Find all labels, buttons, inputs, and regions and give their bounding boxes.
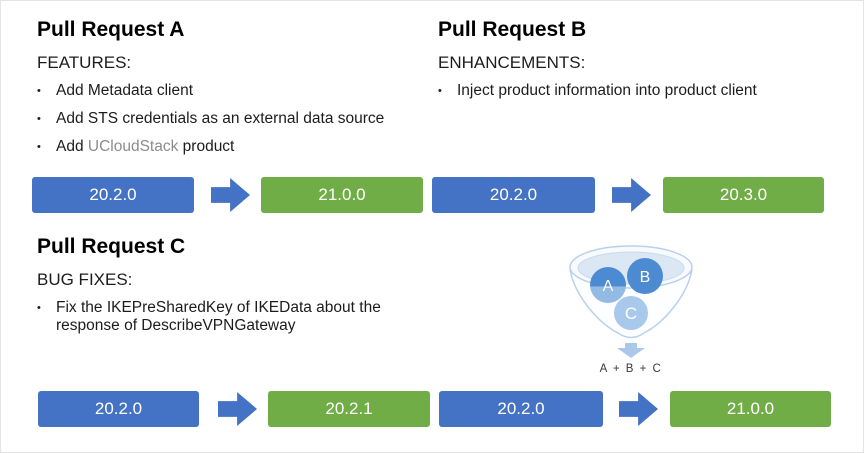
arrow-right-icon [619,392,658,426]
bullet-icon: • [37,85,41,97]
pr-c-bullet-list: • Fix the IKEPreSharedKey of IKEData abo… [37,299,457,335]
bullet-icon: • [37,113,41,125]
version-box-row2-pair1-from: 20.2.0 [38,391,199,427]
pr-a-bullet-3: Add UCloudStack product [56,138,437,156]
pr-a-bullet-2: Add STS credentials as an external data … [56,110,385,127]
version-box-row2-pair1-to: 20.2.1 [268,391,430,427]
pr-b-bullet-1: Inject product information into product … [457,82,757,99]
funnel-circle-a [590,267,626,303]
pr-a-bullet-3-pre: Add [56,138,88,155]
funnel-circle-b [627,258,663,294]
version-box-row2-pair2-from: 20.2.0 [439,391,603,427]
bullet-icon: • [438,85,442,97]
pr-a-bullet-list: • Add Metadata client • Add STS credenti… [37,82,437,156]
pr-a-bullet-3-product-name: UCloudStack [87,138,179,155]
merge-funnel-graphic: A B C A + B + C [569,245,693,375]
version-box-row1-pair2-to: 20.3.0 [663,177,824,213]
arrow-right-icon [612,178,651,212]
funnel-result-label: A + B + C [600,363,663,375]
funnel-circle-a-label: A [603,278,614,295]
list-item: • Add Metadata client [37,82,437,100]
arrow-down-icon [617,343,645,358]
version-box-row1-pair1-to: 21.0.0 [261,177,423,213]
pr-a-bullet-3-post: product [178,138,235,155]
bullet-icon: • [37,141,41,153]
version-box-row1-pair2-from: 20.2.0 [432,177,595,213]
list-item: • Add STS credentials as an external dat… [37,110,437,128]
pr-c-title: Pull Request C [37,235,186,258]
version-box-row1-pair1-from: 20.2.0 [32,177,194,213]
pr-c-bullet-1: Fix the IKEPreSharedKey of IKEData about… [56,299,381,334]
section-pull-request-c: Pull Request C BUG FIXES: • Fix the IKEP… [37,234,457,335]
pr-b-subtitle: ENHANCEMENTS: [438,53,586,72]
arrow-right-icon [218,392,257,426]
list-item: • Add UCloudStack product [37,138,437,156]
arrow-right-icon [211,178,250,212]
pr-a-subtitle: FEATURES: [37,53,132,72]
version-box-row2-pair2-to: 21.0.0 [670,391,831,427]
list-item: • Inject product information into produc… [438,82,848,100]
pr-c-subtitle: BUG FIXES: [37,270,133,289]
funnel-circle-b-label: B [640,269,651,286]
section-pull-request-b: Pull Request B ENHANCEMENTS: • Inject pr… [438,17,848,100]
pr-a-title: Pull Request A [37,18,185,41]
pr-b-bullet-list: • Inject product information into produc… [438,82,848,100]
section-pull-request-a: Pull Request A FEATURES: • Add Metadata … [37,17,437,156]
funnel-circle-c [614,296,648,330]
bullet-icon: • [37,302,41,314]
funnel-circle-c-label: C [625,304,637,323]
pr-a-bullet-1: Add Metadata client [56,82,194,99]
pr-b-title: Pull Request B [438,18,587,41]
list-item: • Fix the IKEPreSharedKey of IKEData abo… [37,299,457,335]
